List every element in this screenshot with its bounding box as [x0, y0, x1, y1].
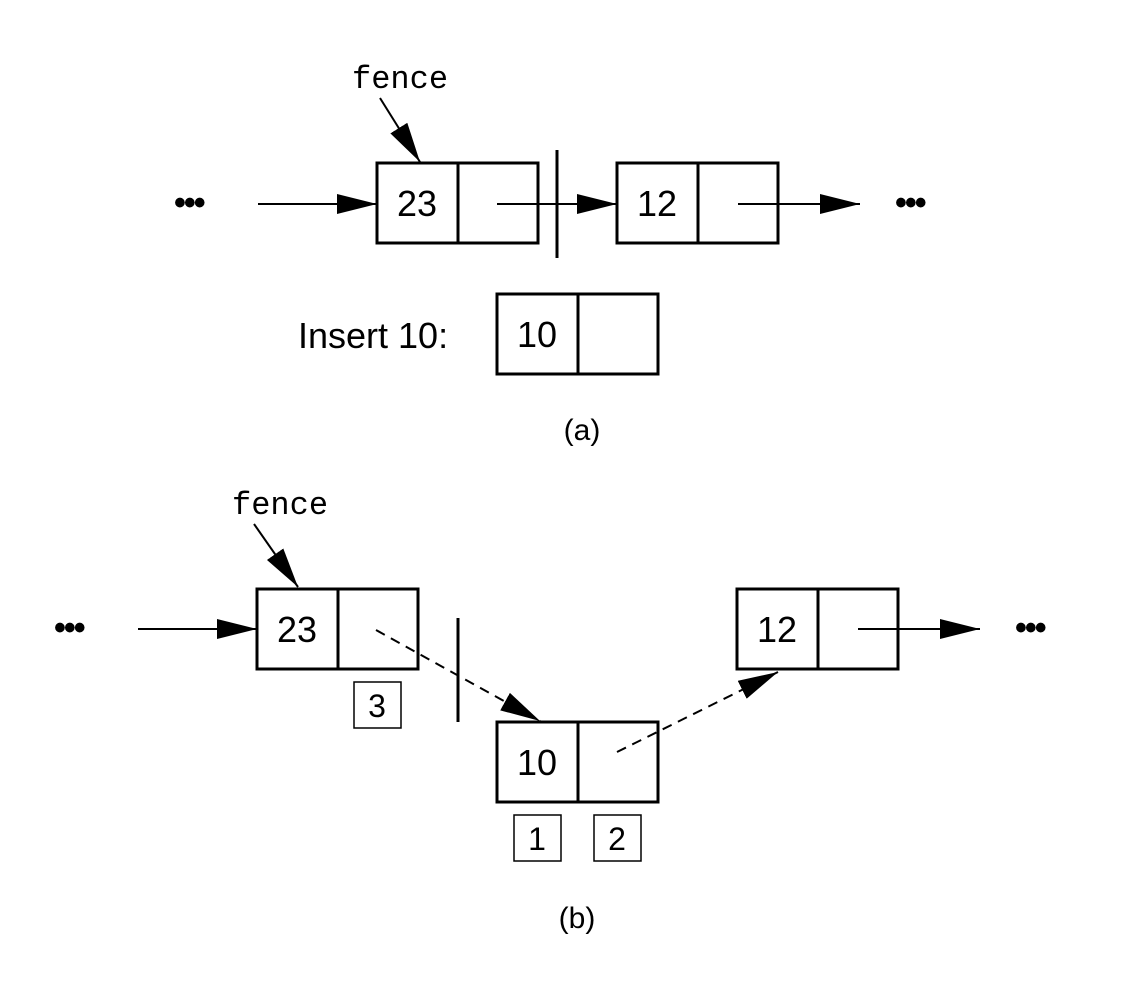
- fence-label-b: fence: [232, 487, 328, 524]
- step-number: 3: [368, 688, 386, 724]
- new-node-10-b: 10: [495, 720, 660, 804]
- dashed-pointer-10-to-12: [616, 671, 779, 753]
- fence-label-a: fence: [352, 61, 448, 98]
- node-value: 23: [397, 183, 437, 224]
- ellipsis-right-b: •••: [1015, 609, 1046, 647]
- caption-a: (a): [564, 414, 601, 447]
- new-node-10-a: 10: [495, 292, 660, 376]
- fence-pointer-arrow-b: [253, 523, 299, 588]
- ellipsis-left-a: •••: [174, 184, 205, 222]
- ellipsis-right-a: •••: [895, 184, 926, 222]
- node-value: 12: [757, 609, 797, 650]
- step-marker-2: 2: [593, 814, 642, 862]
- step-box: [353, 681, 402, 729]
- step-box: [513, 814, 562, 862]
- fence-pointer-arrow-a: [379, 97, 421, 163]
- ellipsis-left-b: •••: [54, 609, 85, 647]
- insert-label: Insert 10:: [298, 315, 448, 356]
- step-marker-1: 1: [513, 814, 562, 862]
- step-marker-3: 3: [353, 681, 402, 729]
- step-number: 1: [528, 821, 546, 857]
- step-number: 2: [608, 821, 626, 857]
- step-box: [593, 814, 642, 862]
- panel-b: fence ••• 23 3 10 1 2: [54, 487, 1048, 935]
- node-value: 10: [517, 742, 557, 783]
- node-value: 12: [637, 183, 677, 224]
- node-value: 23: [277, 609, 317, 650]
- node-value: 10: [517, 314, 557, 355]
- caption-b: (b): [559, 902, 596, 935]
- panel-a: fence ••• 23 12 ••• Insert 10: 10 (a): [174, 61, 928, 447]
- list-node-23-b: 23: [255, 587, 420, 671]
